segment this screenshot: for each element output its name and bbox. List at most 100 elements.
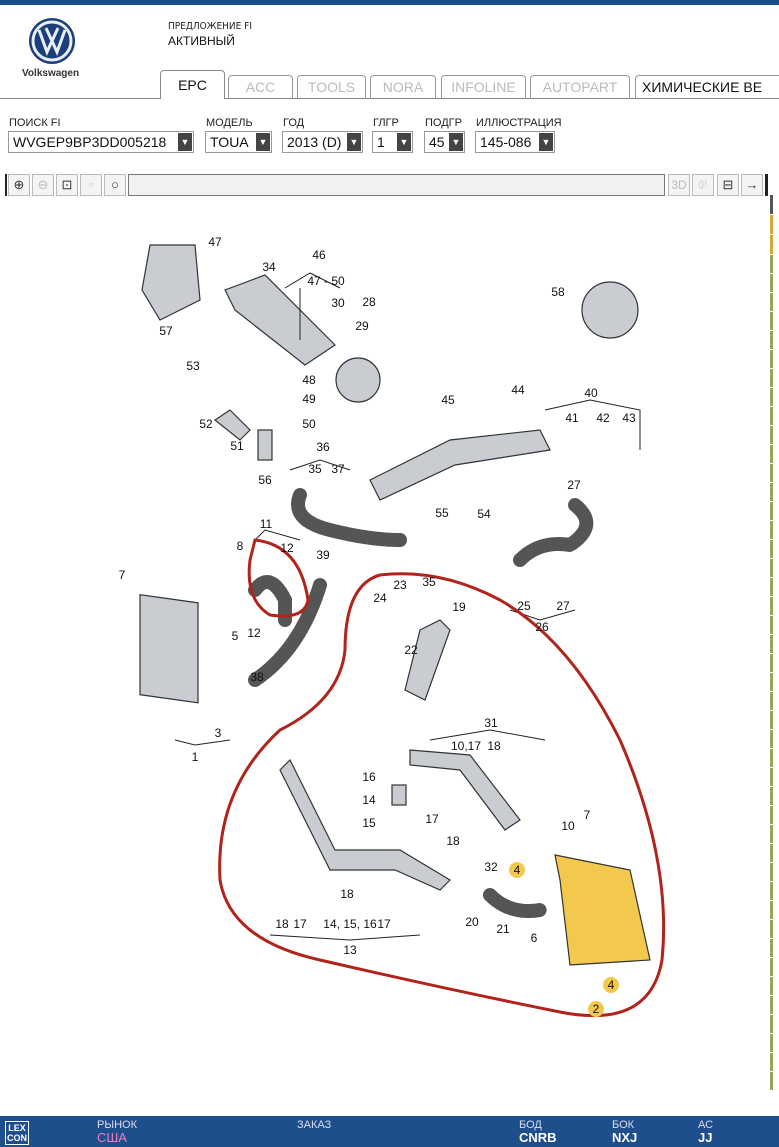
parts-list-marker[interactable] <box>770 1053 773 1071</box>
callout-18[interactable]: 18 <box>340 887 354 901</box>
parts-list-marker[interactable] <box>770 654 773 672</box>
illustration-select[interactable]: 145-086▼ <box>475 131 555 153</box>
parts-list-marker[interactable] <box>770 958 773 976</box>
parts-list-marker[interactable] <box>770 1072 773 1090</box>
callout-47-50[interactable]: 47 - 50 <box>307 274 345 288</box>
callout-8[interactable]: 8 <box>237 539 244 553</box>
callout-29[interactable]: 29 <box>355 319 369 333</box>
callout-43[interactable]: 43 <box>622 411 636 425</box>
parts-list-marker[interactable] <box>770 540 773 558</box>
callout-17[interactable]: 17 <box>377 917 391 931</box>
callout-21[interactable]: 21 <box>496 922 510 936</box>
callout-12[interactable]: 12 <box>280 541 294 555</box>
callout-44[interactable]: 44 <box>511 383 525 397</box>
callout-36[interactable]: 36 <box>316 440 330 454</box>
parts-list-marker[interactable] <box>770 388 773 406</box>
model-select[interactable]: TOUA▼ <box>205 131 272 153</box>
callout-20[interactable]: 20 <box>465 915 479 929</box>
parts-list-marker[interactable] <box>770 768 773 786</box>
parts-list-marker[interactable] <box>770 920 773 938</box>
callout-18[interactable]: 18 <box>487 739 501 753</box>
parts-list-marker[interactable] <box>770 312 773 330</box>
badge-label[interactable]: 2 <box>593 1002 600 1016</box>
parts-list-marker[interactable] <box>770 806 773 824</box>
parts-list-marker[interactable] <box>770 464 773 482</box>
callout-15[interactable]: 15 <box>362 816 376 830</box>
callout-12[interactable]: 12 <box>247 626 261 640</box>
callout-25[interactable]: 25 <box>517 599 531 613</box>
badge-label[interactable]: 4 <box>608 978 615 992</box>
parts-list-marker[interactable] <box>770 977 773 995</box>
callout-45[interactable]: 45 <box>441 393 455 407</box>
subgroup-select[interactable]: 45▼ <box>424 131 465 153</box>
callout-5[interactable]: 5 <box>232 629 239 643</box>
parts-list-marker[interactable] <box>770 274 773 292</box>
parts-list-marker[interactable] <box>770 863 773 881</box>
parts-list-marker[interactable] <box>770 616 773 634</box>
callout-56[interactable]: 56 <box>258 473 272 487</box>
callout-52[interactable]: 52 <box>199 417 213 431</box>
parts-list-marker[interactable] <box>770 825 773 843</box>
callout-38[interactable]: 38 <box>250 670 264 684</box>
parts-list-marker[interactable] <box>770 749 773 767</box>
parts-list-marker[interactable] <box>770 215 773 234</box>
callout-7[interactable]: 7 <box>584 808 591 822</box>
zoom-out-icon[interactable]: ⊖ <box>32 174 54 196</box>
parts-list-marker[interactable] <box>770 195 773 214</box>
callout-31[interactable]: 31 <box>484 716 498 730</box>
callout-54[interactable]: 54 <box>477 507 491 521</box>
highlight-badge[interactable] <box>509 862 525 878</box>
parts-list-marker[interactable] <box>770 445 773 463</box>
main-group-select[interactable]: 1▼ <box>372 131 413 153</box>
parts-list-marker[interactable] <box>770 483 773 501</box>
callout-48[interactable]: 48 <box>302 373 316 387</box>
callout-37[interactable]: 37 <box>331 462 345 476</box>
callout-49[interactable]: 49 <box>302 392 316 406</box>
callout-13[interactable]: 13 <box>343 943 357 957</box>
parts-list-marker[interactable] <box>770 331 773 349</box>
badge-label[interactable]: 4 <box>514 863 521 877</box>
tab-epc[interactable]: EPC <box>160 70 225 99</box>
tab-chemicals[interactable]: ХИМИЧЕСКИЕ ВЕ <box>635 75 779 98</box>
callout-10[interactable]: 10 <box>561 819 575 833</box>
callout-57[interactable]: 57 <box>159 324 173 338</box>
highlight-badge[interactable] <box>603 977 619 993</box>
callout-10-17[interactable]: 10,17 <box>451 739 481 753</box>
callout-6[interactable]: 6 <box>531 931 538 945</box>
callout-7[interactable]: 7 <box>119 568 126 582</box>
callout-14-15-16[interactable]: 14, 15, 16 <box>323 917 377 931</box>
tab-nora[interactable]: NORA <box>370 75 436 98</box>
parts-list-marker[interactable] <box>770 521 773 539</box>
view-3d-button[interactable]: 3D <box>668 174 690 196</box>
callout-18[interactable]: 18 <box>275 917 289 931</box>
callout-17[interactable]: 17 <box>293 917 307 931</box>
callout-1[interactable]: 1 <box>192 750 199 764</box>
parts-list-marker[interactable] <box>770 502 773 520</box>
search-input[interactable] <box>128 174 665 196</box>
parts-list-marker[interactable] <box>770 787 773 805</box>
callout-27[interactable]: 27 <box>556 599 570 613</box>
export-icon[interactable]: ▯⁝ <box>692 174 714 196</box>
zoom-100-icon[interactable]: ○ <box>80 174 102 196</box>
search-icon[interactable]: ○ <box>104 174 126 196</box>
callout-40[interactable]: 40 <box>584 386 598 400</box>
callout-23[interactable]: 23 <box>393 578 407 592</box>
callout-11[interactable]: 11 <box>260 517 273 531</box>
arrow-right-icon[interactable]: → <box>741 174 763 196</box>
parts-list-marker[interactable] <box>770 369 773 387</box>
highlight-badge[interactable] <box>588 1001 604 1017</box>
parts-list-marker[interactable] <box>770 882 773 900</box>
vin-select[interactable]: WVGEP9BP3DD005218▼ <box>8 131 194 153</box>
callout-50[interactable]: 50 <box>302 417 316 431</box>
parts-list-marker[interactable] <box>770 407 773 425</box>
callout-27[interactable]: 27 <box>567 478 581 492</box>
parts-list-marker[interactable] <box>770 597 773 615</box>
callout-30[interactable]: 30 <box>331 296 345 310</box>
callout-3[interactable]: 3 <box>215 726 222 740</box>
callout-34[interactable]: 34 <box>262 260 276 274</box>
parts-list-marker[interactable] <box>770 255 773 273</box>
callout-28[interactable]: 28 <box>362 295 376 309</box>
callout-55[interactable]: 55 <box>435 506 449 520</box>
parts-list-marker[interactable] <box>770 1034 773 1052</box>
